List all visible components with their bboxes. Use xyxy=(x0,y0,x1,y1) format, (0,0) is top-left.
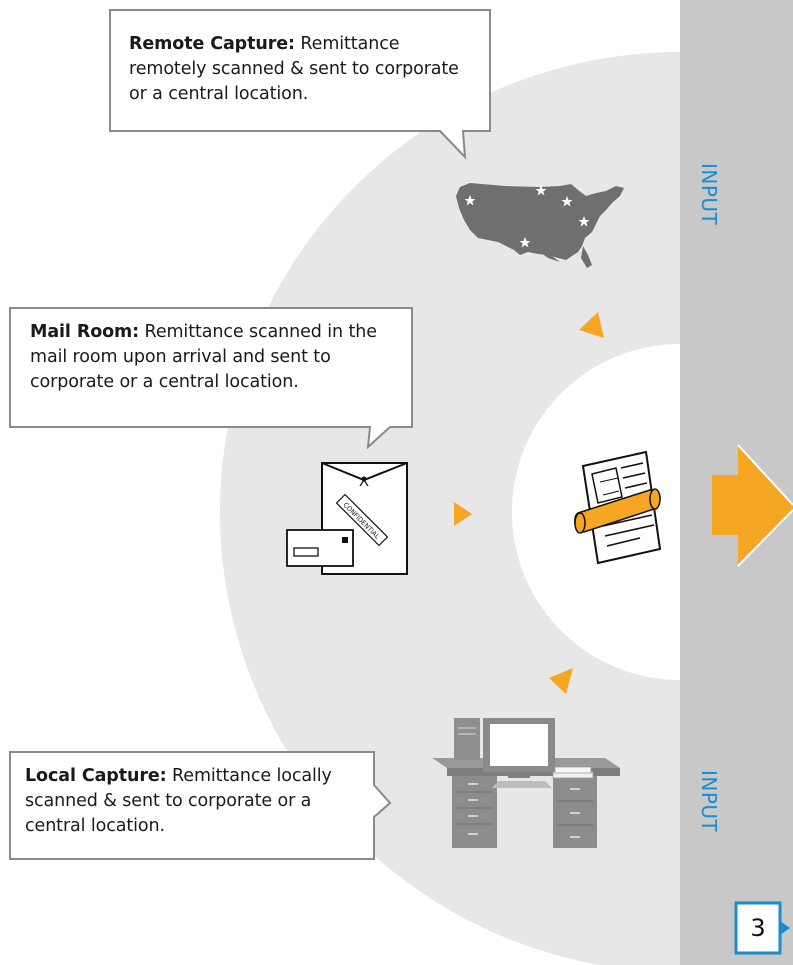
scanned-document-icon xyxy=(574,450,662,565)
flow-arrow-icon xyxy=(549,668,573,694)
callout-mailroom-body: Remittance scanned in the mail room upon… xyxy=(30,322,377,392)
output-arrow-icon xyxy=(712,445,793,566)
callout-local-title: Local Capture: xyxy=(25,766,167,786)
callout-remote-title: Remote Capture: xyxy=(129,34,295,54)
callout-mailroom-title: Mail Room: xyxy=(30,322,140,342)
usa-map-icon xyxy=(456,183,624,268)
input-sources-circle xyxy=(220,52,680,965)
callout-local-bubble xyxy=(9,751,392,860)
envelope-icon: CONFIDENTIAL xyxy=(286,462,408,575)
callout-local-text: Local Capture: Remittance locally scanne… xyxy=(25,764,370,839)
flow-arrow-icon xyxy=(579,312,604,338)
input-label-top: INPUT xyxy=(697,163,721,226)
flow-arrow-icon xyxy=(454,502,472,526)
callout-remote-text: Remote Capture: Remittance remotely scan… xyxy=(129,32,479,107)
callout-local-body: Remittance locally scanned & sent to cor… xyxy=(25,766,332,836)
callout-remote-body: Remittance remotely scanned & sent to co… xyxy=(129,34,459,104)
callout-mailroom-text: Mail Room: Remittance scanned in the mai… xyxy=(30,320,402,395)
input-label-bottom: INPUT xyxy=(697,770,721,833)
desktop-computer-icon xyxy=(432,718,620,848)
callout-remote-bubble xyxy=(109,9,491,160)
page-number: 3 xyxy=(750,914,766,942)
callout-mailroom-bubble xyxy=(9,307,413,450)
